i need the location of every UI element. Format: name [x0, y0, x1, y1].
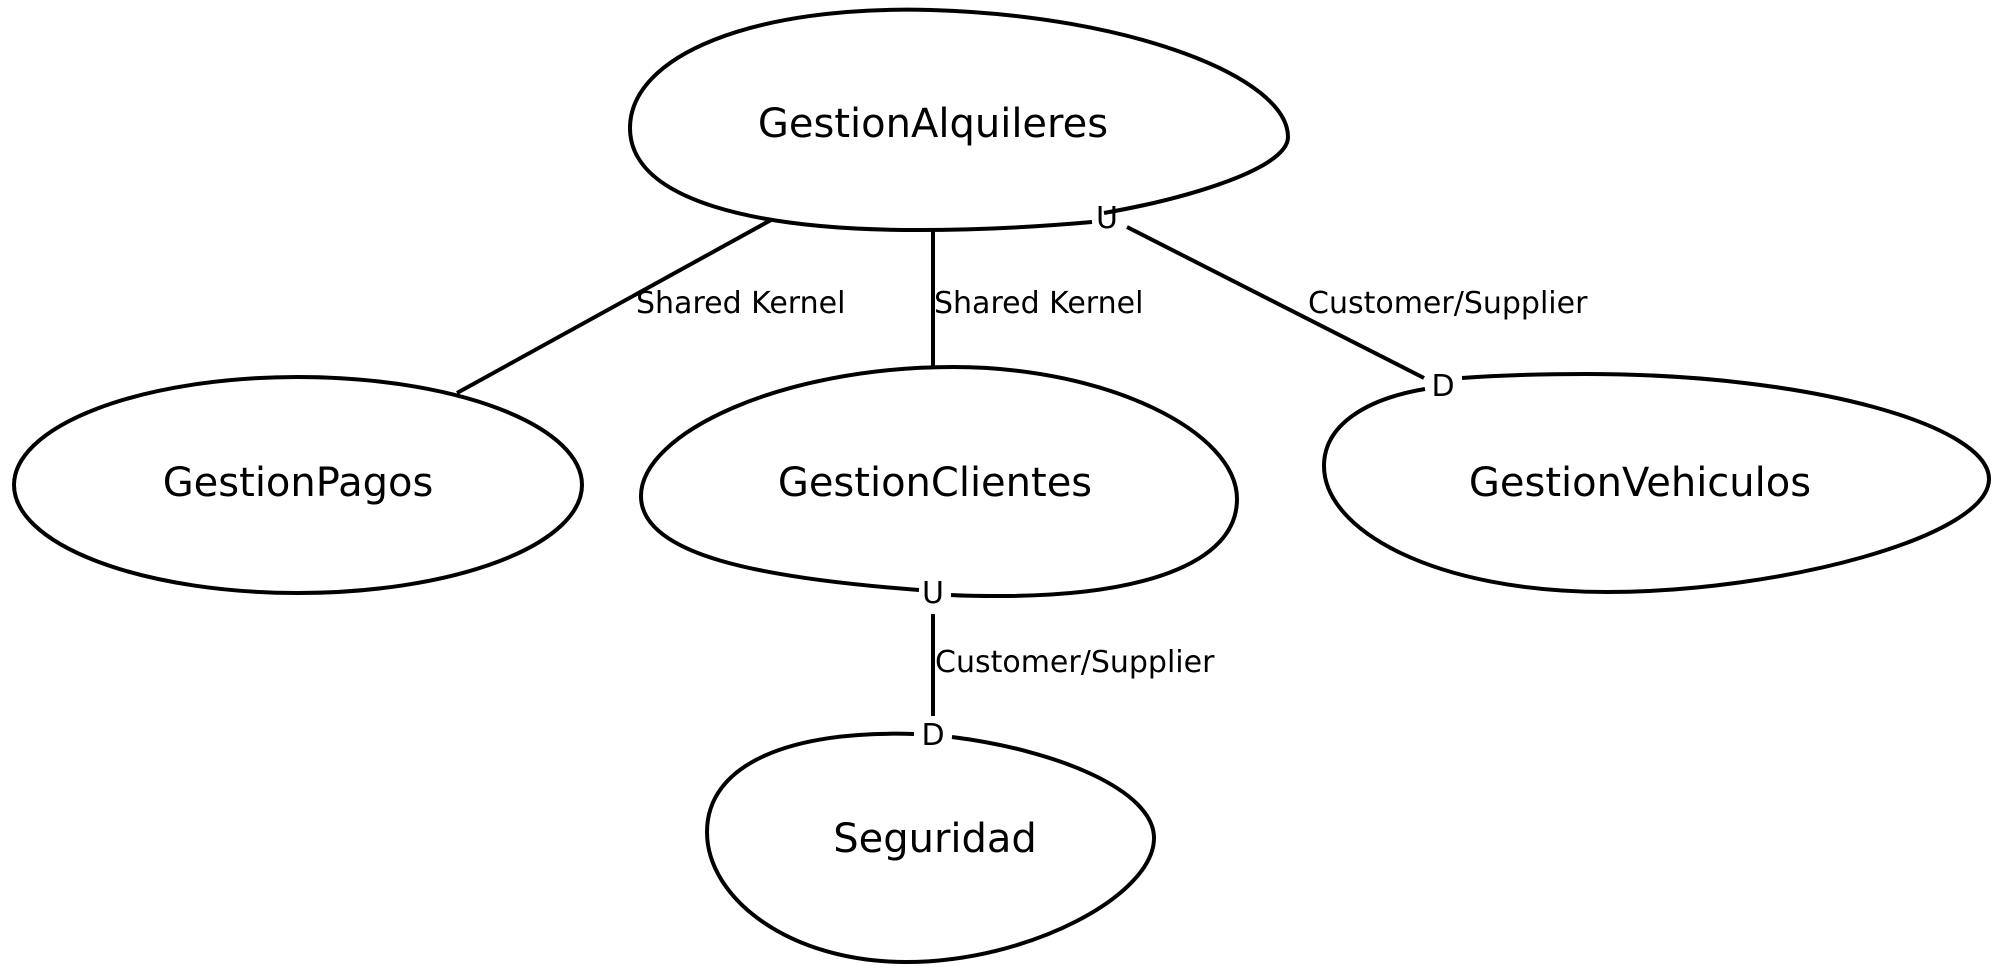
- relationship-label-alquileres-clientes: Shared Kernel: [934, 286, 1143, 321]
- edge-alquileres-pagos: [456, 218, 772, 395]
- relationship-label-clientes-seguridad: Customer/Supplier: [935, 645, 1215, 680]
- context-shape: [1322, 372, 1991, 594]
- context-shape: [639, 365, 1239, 598]
- context-gestion-alquileres[interactable]: GestionAlquileres: [628, 7, 1290, 232]
- context-label: GestionAlquileres: [758, 101, 1108, 147]
- downstream-marker-vehiculos: D: [1431, 369, 1454, 404]
- context-label: GestionClientes: [778, 460, 1092, 506]
- context-label: Seguridad: [833, 816, 1037, 862]
- context-seguridad[interactable]: Seguridad: [705, 731, 1156, 964]
- context-label: GestionVehiculos: [1469, 460, 1811, 506]
- upstream-marker-alquileres: U: [1096, 201, 1118, 236]
- context-shape: [628, 7, 1290, 232]
- context-gestion-pagos[interactable]: GestionPagos: [12, 375, 584, 595]
- downstream-marker-seguridad: D: [921, 718, 944, 753]
- relationship-label-alquileres-pagos: Shared Kernel: [636, 286, 845, 321]
- edge-alquileres-vehiculos: [1126, 225, 1425, 380]
- context-gestion-vehiculos[interactable]: GestionVehiculos: [1322, 372, 1991, 594]
- relationship-label-alquileres-vehiculos: Customer/Supplier: [1308, 286, 1588, 321]
- context-label: GestionPagos: [163, 460, 434, 506]
- context-shape: [705, 731, 1156, 964]
- context-gestion-clientes[interactable]: GestionClientes: [639, 365, 1239, 598]
- upstream-marker-clientes: U: [922, 576, 944, 611]
- context-shape: [12, 375, 584, 595]
